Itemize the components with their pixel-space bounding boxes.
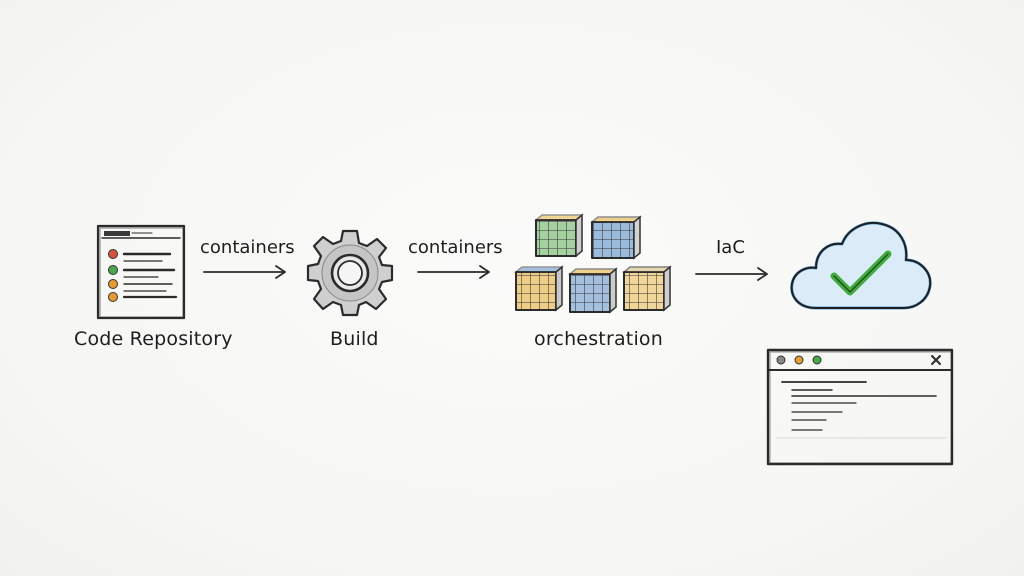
code-document-icon [96, 224, 186, 320]
code-repository-label: Code Repository [74, 328, 233, 350]
gear-icon [306, 229, 394, 317]
container-cubes-icon [513, 213, 673, 314]
edge-label-build-to-orchestration: containers [408, 237, 503, 258]
terminal-window-icon [766, 348, 954, 466]
orchestration-label: orchestration [534, 328, 663, 350]
arrow-build-to-orchestration [417, 265, 490, 279]
cloud-check-icon [790, 221, 932, 310]
arrow-repo-to-build [203, 265, 286, 279]
arrow-orchestration-to-cloud [695, 267, 768, 281]
build-label: Build [330, 328, 379, 350]
edge-label-orchestration-to-cloud: IaC [716, 237, 745, 258]
edge-label-repo-to-build: containers [200, 237, 295, 258]
